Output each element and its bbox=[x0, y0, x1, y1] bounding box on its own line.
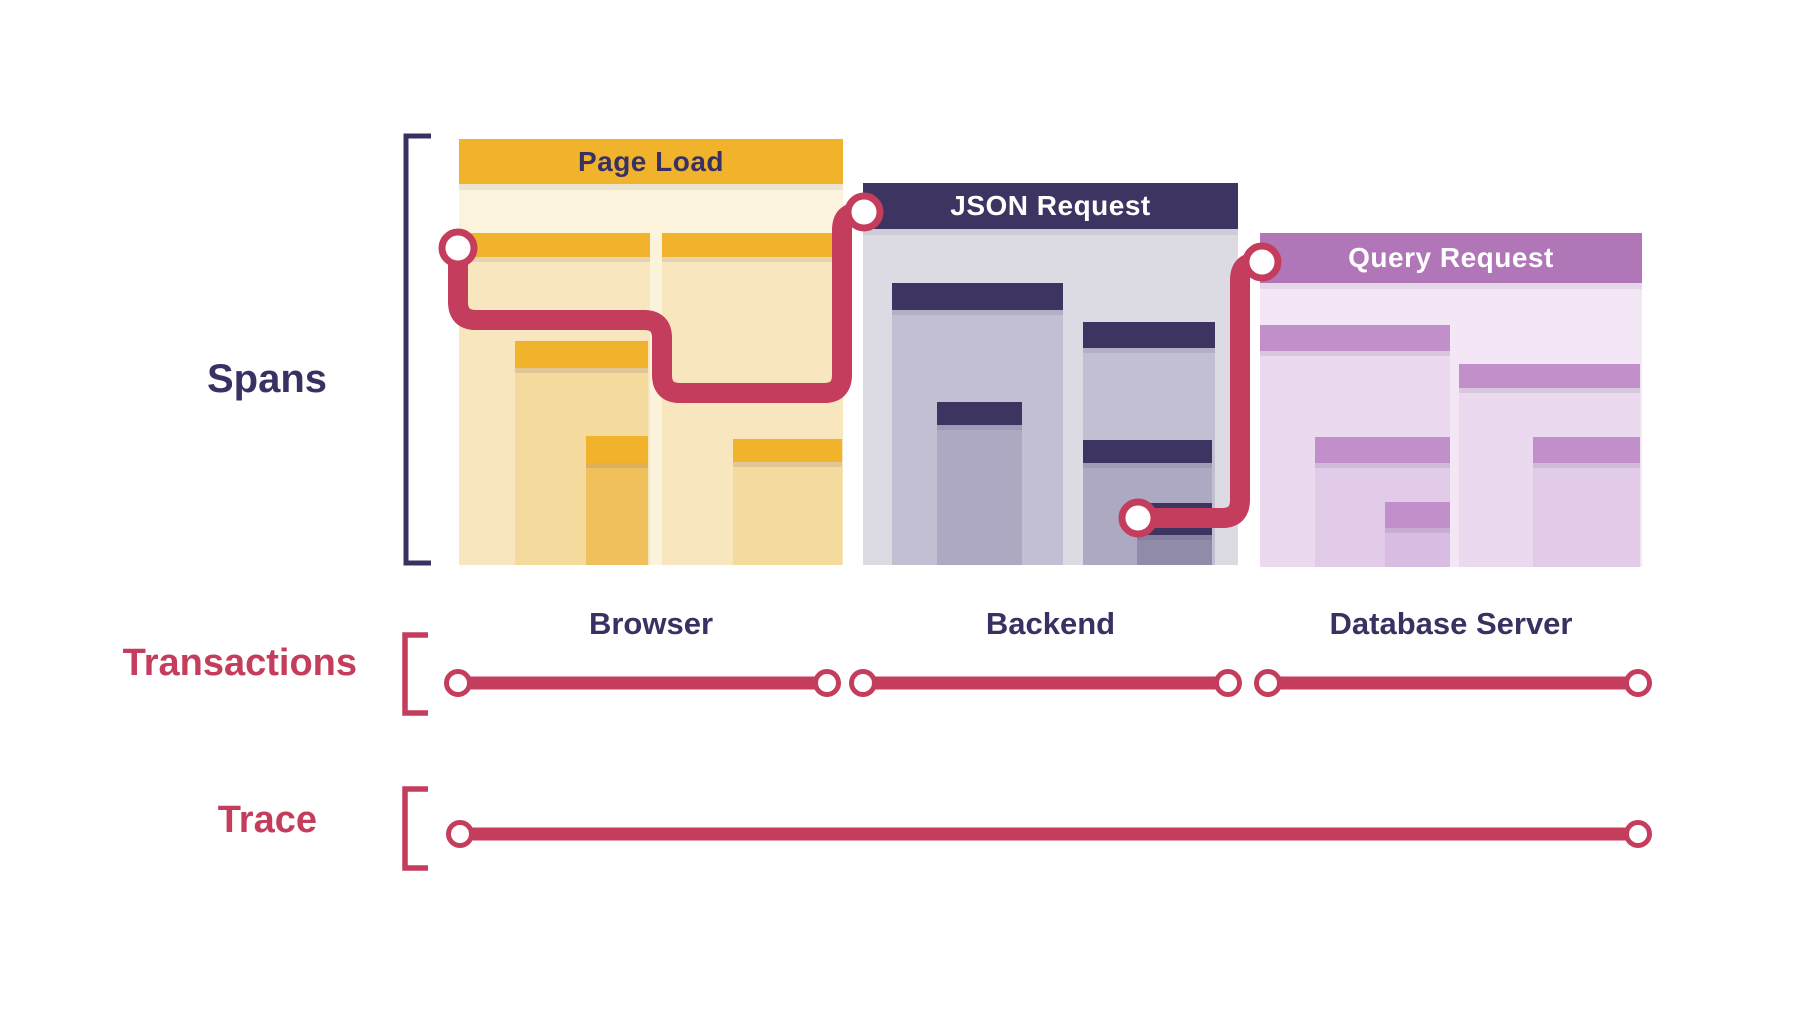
trace-endpoint bbox=[1624, 820, 1652, 848]
span-body bbox=[733, 462, 842, 565]
trace-bracket bbox=[402, 786, 428, 871]
span-path-backend-to-database bbox=[1150, 252, 1263, 528]
span-header-bar bbox=[662, 233, 843, 257]
transaction-endpoint bbox=[813, 669, 841, 697]
transaction-endpoint bbox=[1214, 669, 1242, 697]
backend-span-node bbox=[1118, 498, 1158, 538]
browser-service-label: Browser bbox=[588, 606, 714, 641]
span-header-bar bbox=[1459, 364, 1640, 388]
transaction-endpoint bbox=[849, 669, 877, 697]
span-start-node bbox=[438, 228, 478, 268]
transaction-endpoint bbox=[1254, 669, 1282, 697]
span-header-bar bbox=[586, 436, 648, 463]
transaction-endpoint bbox=[444, 669, 472, 697]
backend-service-label: Backend bbox=[985, 606, 1116, 641]
spans-row-label: Spans bbox=[206, 357, 327, 401]
span-header-bar bbox=[515, 341, 648, 368]
json-request-node bbox=[844, 192, 884, 232]
span-header-bar bbox=[1083, 322, 1215, 348]
span-header-bar bbox=[937, 402, 1022, 425]
trace-endpoint bbox=[446, 820, 474, 848]
span-header-bar bbox=[1315, 437, 1450, 463]
page-load-panel-header: Page Load bbox=[459, 139, 843, 184]
transactions-row-label: Transactions bbox=[122, 642, 357, 684]
span-body bbox=[1137, 535, 1212, 565]
span-header-bar bbox=[1385, 502, 1450, 528]
transactions-bracket bbox=[402, 632, 428, 716]
span-header-bar bbox=[1083, 440, 1212, 463]
trace-row-label: Trace bbox=[217, 799, 317, 841]
span-body bbox=[586, 463, 648, 565]
span-header-bar bbox=[892, 283, 1063, 310]
database-server-service-label: Database Server bbox=[1329, 606, 1573, 641]
span-header-bar bbox=[1533, 437, 1640, 463]
span-header-bar bbox=[459, 233, 650, 257]
query-request-node bbox=[1242, 242, 1282, 282]
span-body bbox=[1533, 463, 1640, 567]
span-path-browser-to-backend bbox=[448, 202, 864, 403]
span-body bbox=[1385, 528, 1450, 567]
spans-bracket bbox=[403, 133, 431, 566]
transaction-endpoint bbox=[1624, 669, 1652, 697]
json-request-panel-header: JSON Request bbox=[863, 183, 1238, 229]
span-body bbox=[937, 425, 1022, 565]
span-header-bar bbox=[733, 439, 842, 462]
span-header-bar bbox=[1260, 325, 1450, 351]
query-request-panel-header: Query Request bbox=[1260, 233, 1642, 283]
